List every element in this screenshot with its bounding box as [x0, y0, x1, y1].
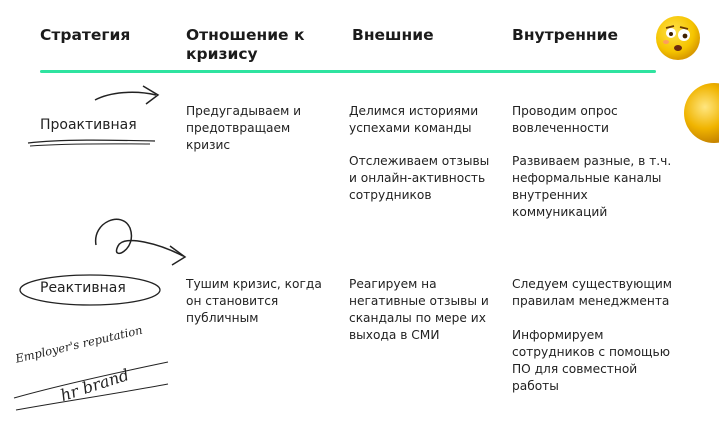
cell-reactive-external-1: Реагируем на негативные отзывы и скандал…: [349, 277, 489, 342]
cell-proactive-attitude: Предугадываем и предотвращаем кризис: [186, 104, 302, 152]
header-external: Внешние: [352, 26, 434, 44]
cell-proactive-external-2: Отслеживаем отзывы и онлайн-активность с…: [349, 154, 490, 202]
cell-reactive-internal-1: Следуем существующим правилам менеджмент…: [512, 277, 672, 308]
row-label-proactive: Проактивная: [40, 117, 137, 133]
curved-arrow-icon: [94, 91, 157, 101]
cell-proactive-internal-2: Развиваем разные, в т.ч. неформальные ка…: [512, 154, 672, 219]
cell-proactive-external-1: Делимся историями успехами команды: [349, 104, 479, 135]
header-internal: Внутренние: [512, 26, 619, 44]
cell-reactive-attitude: Тушим кризис, когда он становится публич…: [186, 277, 322, 325]
cell-reactive-internal-2: Информируем сотрудников с помощью ПО для…: [512, 328, 670, 393]
gold-sphere-icon: [680, 82, 719, 144]
dizzy-face-emoji-icon: [654, 14, 702, 62]
header-strategy: Стратегия: [40, 26, 131, 44]
circle-scribble: [19, 274, 161, 306]
header-divider: [40, 70, 656, 73]
cell-proactive-internal-1: Проводим опрос вовлеченности: [512, 104, 618, 135]
underline-scribble: [27, 139, 156, 144]
row-label-reactive: Реактивная: [40, 280, 126, 296]
header-attitude: Отношение к кризису: [186, 26, 305, 63]
loop-arrow-icon: [95, 218, 184, 257]
